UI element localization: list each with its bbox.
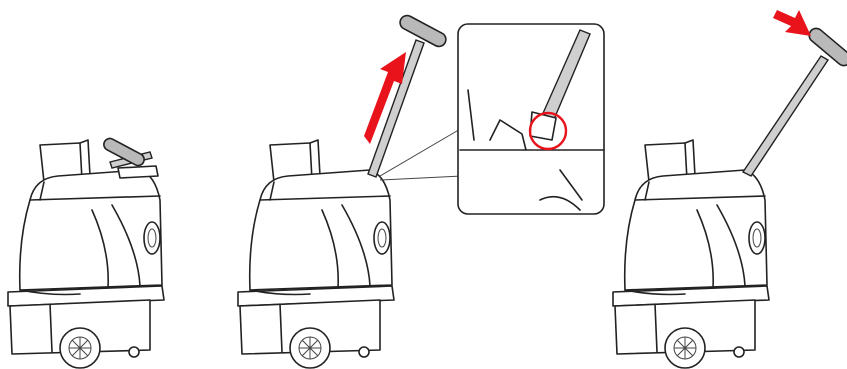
callout-latch-detail [458, 24, 604, 214]
down-right-arrow [773, 10, 811, 36]
handle-extended-tilted [743, 26, 847, 176]
panel-step-2 [238, 13, 462, 368]
panel-step-1 [8, 136, 164, 368]
panel-step-3 [613, 10, 847, 368]
